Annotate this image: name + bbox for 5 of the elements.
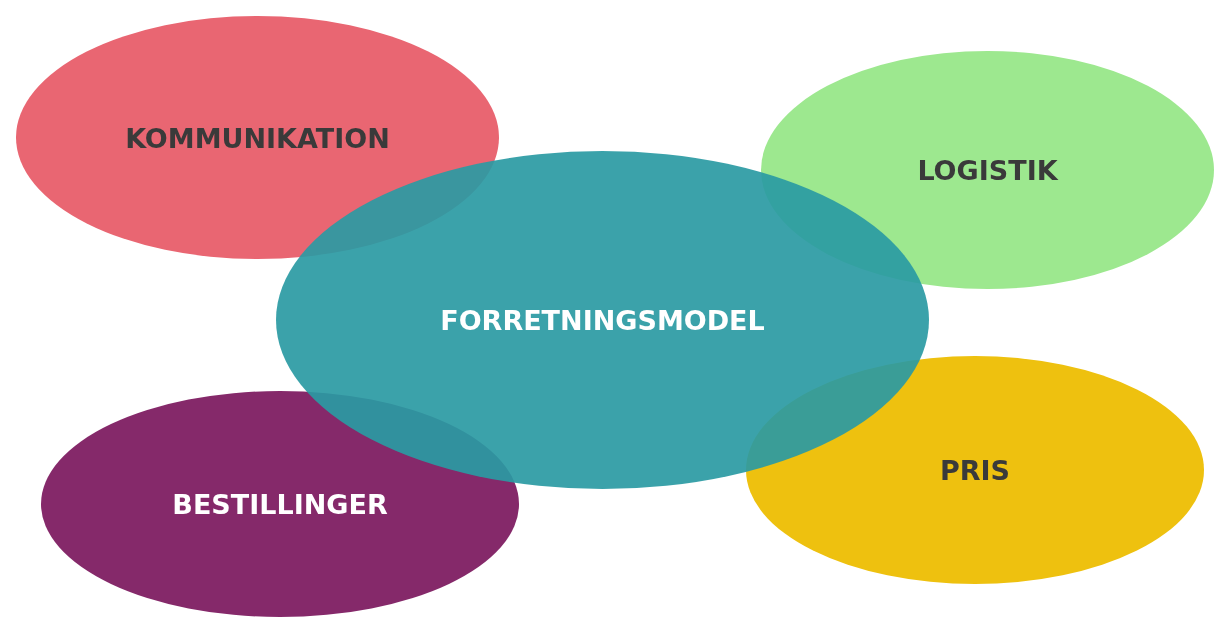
node-label: PRIS [939, 454, 1011, 486]
node-label: BESTILLINGER [172, 488, 388, 520]
node-label: FORRETNINGSMODEL [440, 304, 765, 336]
node-label: LOGISTIK [917, 154, 1058, 186]
node-label: KOMMUNIKATION [125, 122, 390, 153]
